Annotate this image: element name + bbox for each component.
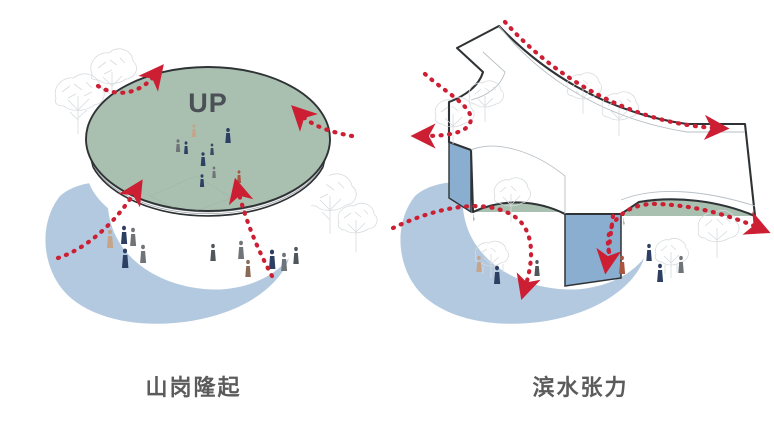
caption-left: 山岗隆起 (145, 376, 242, 401)
flow-arrow-bottom-right (228, 177, 275, 279)
flow-arrow-lower-left-down (390, 204, 541, 301)
flow-arrows (390, 19, 771, 301)
people-on-ground (107, 225, 299, 277)
people-on-plateau (175, 124, 241, 187)
panel-right: 滨水张力 (387, 0, 774, 426)
tree-sketch-group-upper (434, 72, 639, 144)
flow-arrow-bottom-left (55, 179, 143, 261)
plateau-top-surface (85, 66, 331, 212)
flow-arrow-top-right (291, 105, 355, 139)
flow-arrow-lower-center-drop (596, 213, 622, 275)
flow-arrows (55, 64, 355, 279)
flow-arrow-lower-right-split (605, 201, 771, 255)
plateau-up-label: UP (188, 88, 228, 118)
panel-left: UP (0, 0, 387, 401)
water-crescent (400, 181, 644, 324)
caption-right: 滨水张力 (532, 376, 629, 401)
figure-waterfront-tension (387, 0, 774, 370)
flow-arrow-top-left (95, 64, 164, 95)
figure-hill-plateau: UP (0, 0, 387, 370)
flow-arrow-upper-right-sweep (502, 19, 730, 140)
water-crescent (45, 181, 290, 324)
tree-sketch-group-left (54, 48, 137, 134)
